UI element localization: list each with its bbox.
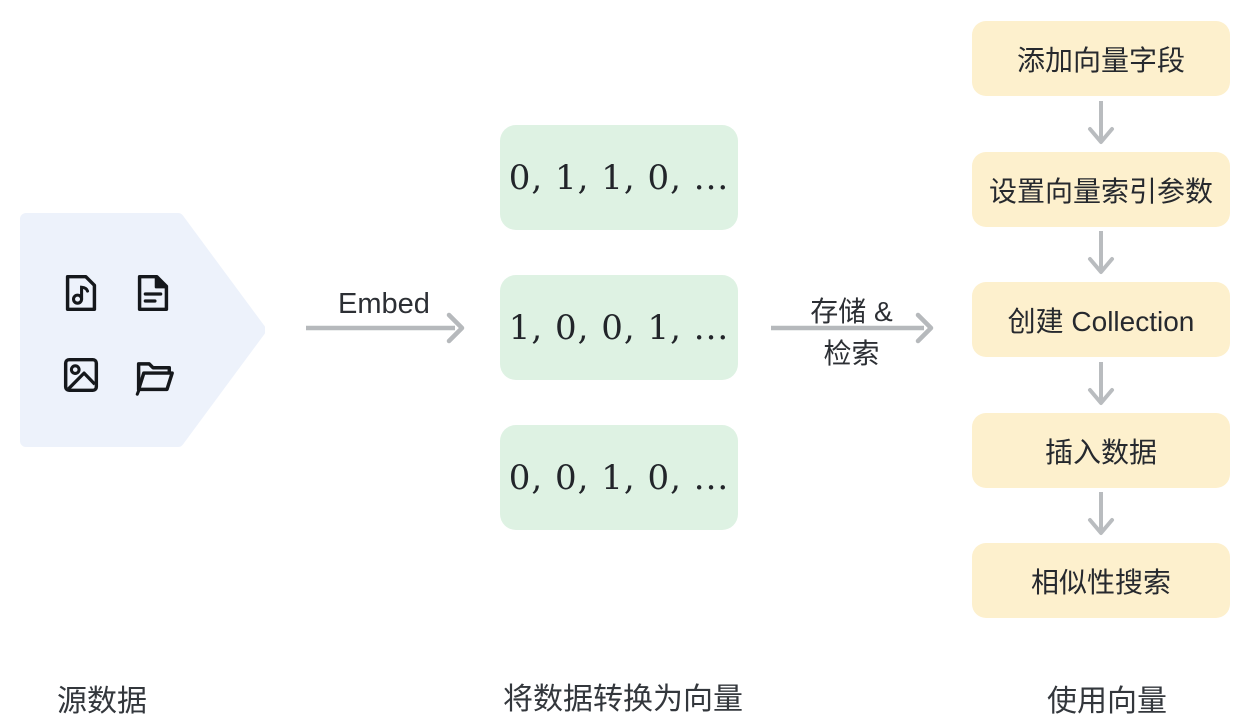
step-box-create-collection: 创建 Collection — [972, 282, 1230, 357]
folder-open-icon — [135, 362, 174, 396]
step-label: 添加向量字段 — [1016, 44, 1185, 76]
step-label: 插入数据 — [1044, 436, 1157, 468]
audio-file-icon — [65, 274, 97, 312]
vector-box: 1, 0, 0, 1, ... — [500, 275, 738, 380]
step-box-add-vector-field: 添加向量字段 — [972, 21, 1230, 96]
step-label: 创建 Collection — [1007, 305, 1195, 337]
source-column-label: 源数据 — [57, 685, 147, 718]
vector-value: 0, 1, 1, 0, ... — [508, 157, 730, 198]
source-icons — [58, 270, 176, 398]
step-box-insert-data: 插入数据 — [972, 413, 1230, 488]
store-arrow-label-line1: 存储 & — [810, 296, 893, 327]
store-retrieve-arrow-icon — [770, 308, 936, 348]
vector-box: 0, 0, 1, 0, ... — [500, 425, 738, 530]
image-icon — [63, 357, 99, 393]
step-box-set-index-params: 设置向量索引参数 — [972, 152, 1230, 227]
vectors-column-label: 将数据转换为向量 — [503, 683, 743, 716]
step-label: 设置向量索引参数 — [988, 175, 1213, 207]
source-data-shape — [20, 213, 266, 447]
down-arrow-icon — [1083, 361, 1119, 413]
embed-arrow-label: Embed — [338, 288, 430, 320]
pentagon-arrow-shape — [20, 213, 266, 447]
vector-value: 0, 0, 1, 0, ... — [508, 457, 730, 498]
embed-arrow-icon — [305, 308, 467, 348]
usage-column-label: 使用向量 — [1047, 685, 1167, 718]
vector-value: 1, 0, 0, 1, ... — [508, 307, 730, 348]
text-file-icon — [137, 274, 169, 312]
down-arrow-icon — [1083, 100, 1119, 152]
down-arrow-icon — [1083, 230, 1119, 282]
down-arrow-icon — [1083, 491, 1119, 543]
vector-box: 0, 1, 1, 0, ... — [500, 125, 738, 230]
step-box-similarity-search: 相似性搜索 — [972, 543, 1230, 618]
step-label: 相似性搜索 — [1030, 566, 1171, 598]
store-arrow-label-line2: 检索 — [823, 338, 880, 369]
